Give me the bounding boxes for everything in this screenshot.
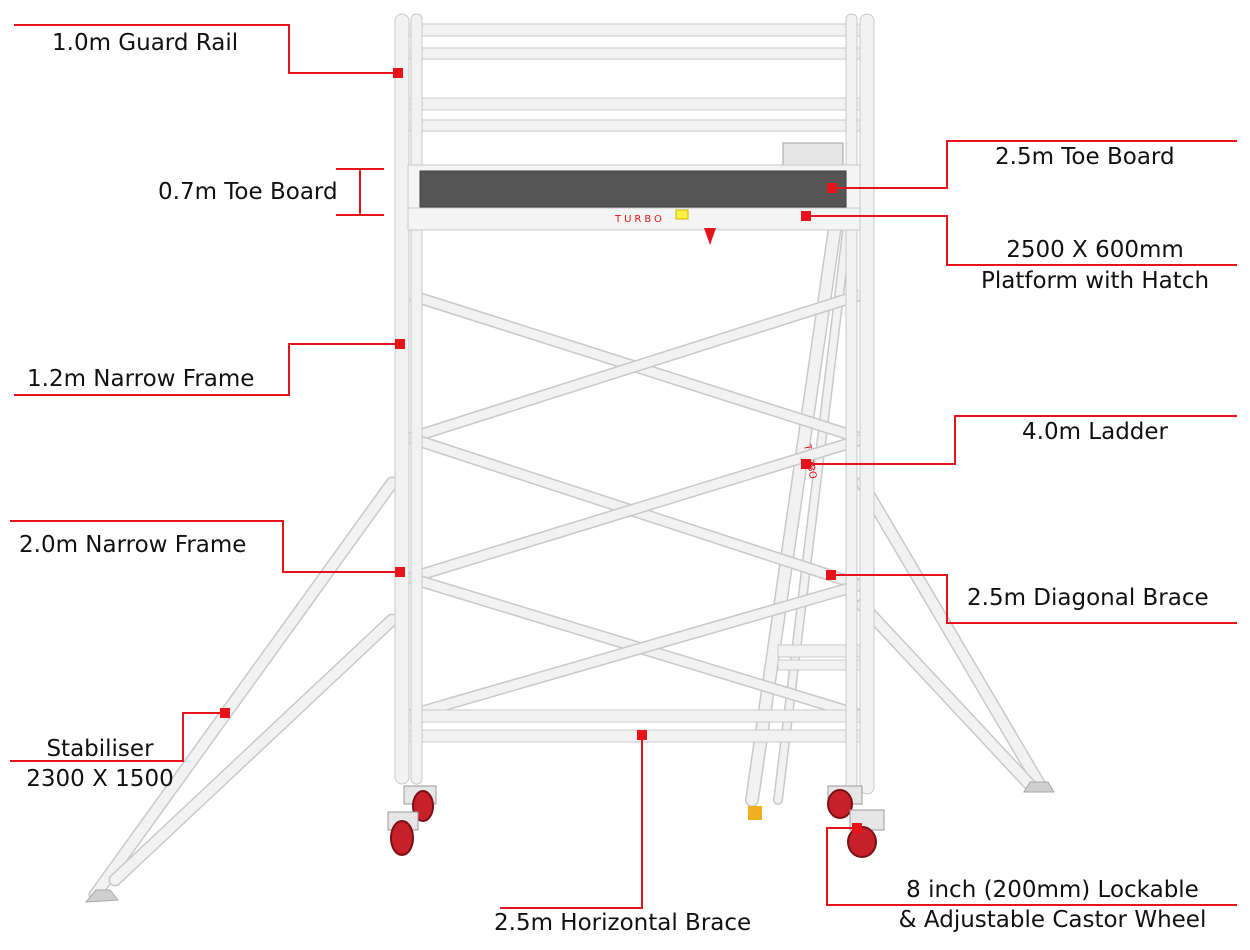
label-toe-board-long: 2.5m Toe Board <box>995 144 1175 170</box>
leader-toe-board-short-ticks <box>336 168 384 216</box>
frame-posts <box>394 13 875 795</box>
left-stabiliser <box>84 476 399 903</box>
platform-brand-text: TURBO <box>614 214 665 225</box>
leader-guard-rail <box>14 24 398 74</box>
marker-toe-board-long <box>827 183 837 193</box>
callout-markers <box>220 68 862 833</box>
label-stabiliser-line2: 2300 X 1500 <box>26 766 174 792</box>
diagonal-braces <box>408 289 862 721</box>
label-platform-line2: Platform with Hatch <box>980 268 1210 294</box>
leader-platform <box>806 215 1237 266</box>
label-platform-line1: 2500 X 600mm <box>1006 237 1184 263</box>
label-narrow-frame-12: 1.2m Narrow Frame <box>27 366 255 392</box>
marker-guard-rail <box>393 68 403 78</box>
leader-horizontal-brace <box>500 735 643 909</box>
marker-castor-wheel <box>852 823 862 833</box>
label-castor-line2: & Adjustable Castor Wheel <box>898 907 1207 933</box>
leader-ladder <box>806 415 1237 465</box>
label-narrow-frame-20: 2.0m Narrow Frame <box>19 532 247 558</box>
leader-diagonal-brace <box>831 574 1237 624</box>
marker-narrow-frame-12 <box>395 339 405 349</box>
right-stabiliser <box>855 476 1055 793</box>
label-ladder: 4.0m Ladder <box>1022 419 1169 445</box>
platform: TURBO <box>407 142 861 245</box>
castor-wheel-right-front <box>847 809 885 858</box>
label-guard-rail: 1.0m Guard Rail <box>52 30 239 56</box>
label-toe-board-short: 0.7m Toe Board <box>158 179 338 205</box>
marker-ladder <box>801 459 811 469</box>
label-castor-line1: 8 inch (200mm) Lockable <box>906 877 1199 903</box>
horizontal-rails <box>404 23 866 743</box>
marker-narrow-frame-20 <box>395 567 405 577</box>
leader-narrow-frame-20 <box>10 520 400 573</box>
castor-wheel-right-rear <box>827 785 863 819</box>
marker-stabiliser <box>220 708 230 718</box>
marker-diagonal-brace <box>826 570 836 580</box>
label-stabiliser-line1: Stabiliser <box>46 736 154 762</box>
label-horizontal-brace: 2.5m Horizontal Brace <box>494 910 752 936</box>
marker-horizontal-brace <box>637 730 647 740</box>
leader-stabiliser <box>10 712 225 762</box>
leader-narrow-frame-12 <box>14 343 400 396</box>
castor-wheel-left-front <box>387 811 419 856</box>
leader-lines <box>10 24 1237 909</box>
label-diagonal-brace: 2.5m Diagonal Brace <box>967 585 1209 611</box>
leader-castor-wheel <box>826 827 1237 906</box>
marker-platform <box>801 211 811 221</box>
castor-wheels <box>387 785 885 858</box>
leader-toe-board-long <box>832 140 1237 189</box>
